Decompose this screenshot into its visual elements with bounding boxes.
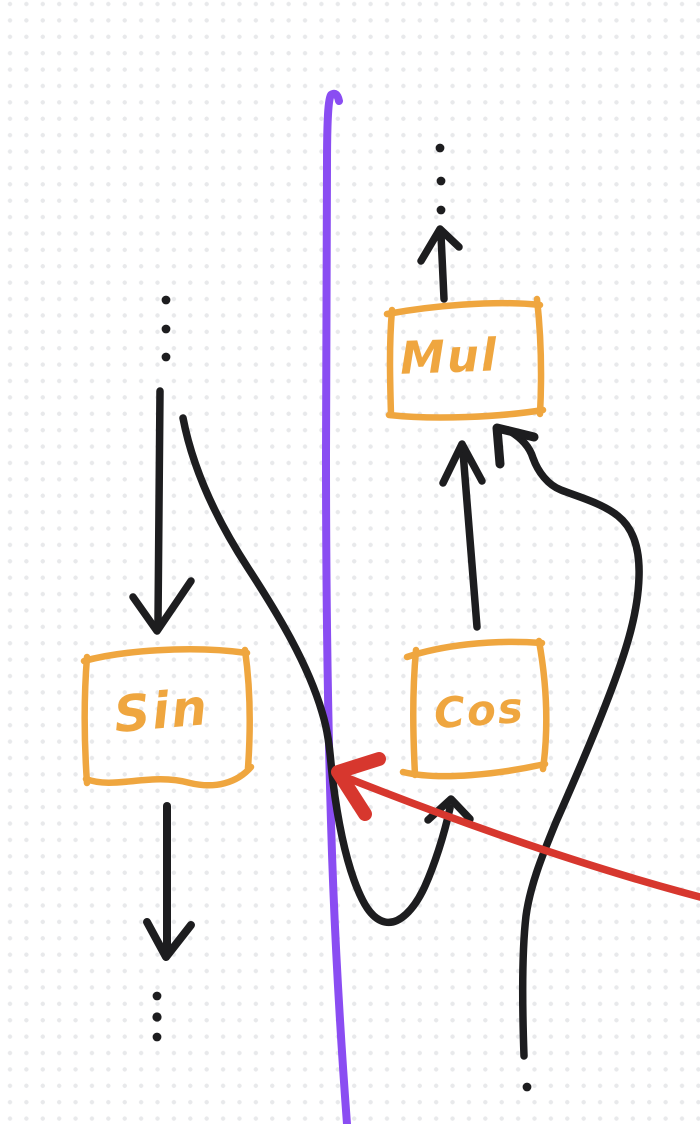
arrow-cos-to-mul[interactable]: [439, 440, 486, 631]
cos-box[interactable]: [399, 637, 550, 780]
cos-box-label[interactable]: Cos: [432, 682, 527, 739]
purple-divider-line[interactable]: [322, 89, 351, 1124]
mul-box-label[interactable]: Mul: [399, 328, 500, 385]
ellipsis-above-sin[interactable]: [161, 295, 171, 362]
arrow-out-of-sin[interactable]: [143, 802, 195, 961]
arrow-into-sin[interactable]: [129, 387, 195, 635]
red-pointer-arrow[interactable]: [331, 752, 700, 901]
mul-box[interactable]: [383, 295, 547, 421]
curved-edge-into-mul-right[interactable]: [492, 423, 643, 1060]
sin-box-label[interactable]: Sin: [111, 677, 212, 745]
sin-box[interactable]: [80, 646, 255, 789]
ellipsis-below-right-input[interactable]: [522, 1082, 532, 1092]
ellipsis-below-sin[interactable]: [152, 991, 162, 1042]
arrow-out-of-mul[interactable]: [417, 225, 463, 303]
ellipsis-above-mul[interactable]: [435, 143, 446, 215]
